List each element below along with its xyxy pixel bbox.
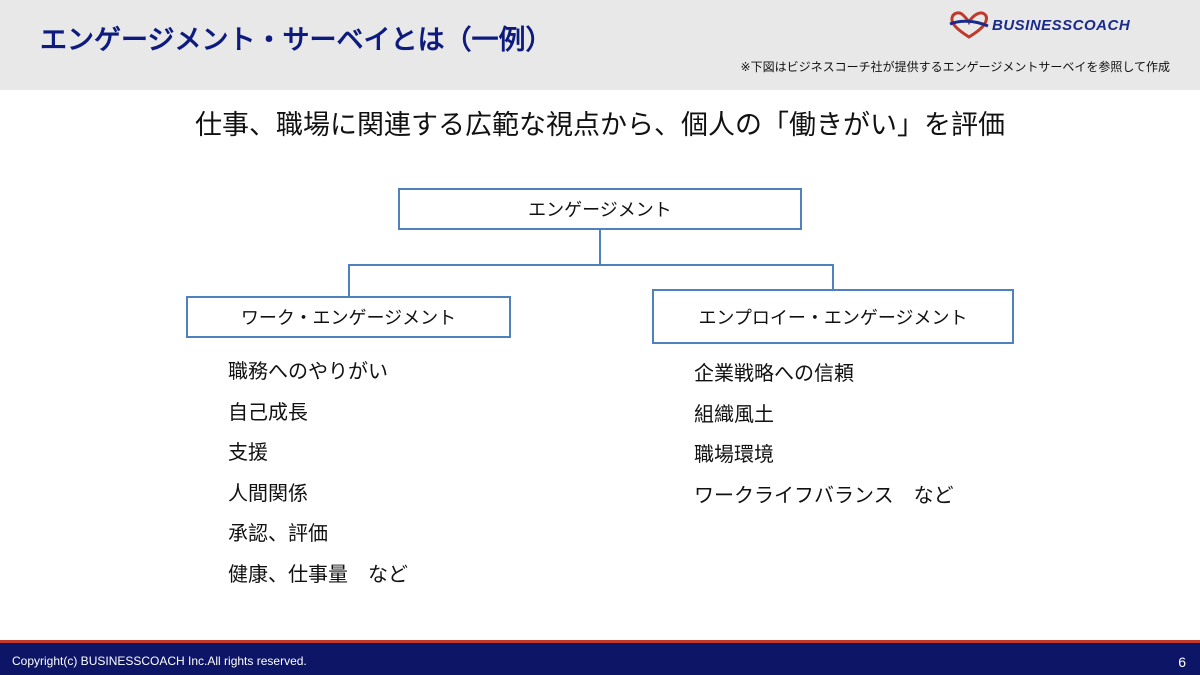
source-note: ※下図はビジネスコーチ社が提供するエンゲージメントサーベイを参照して作成 (740, 60, 1170, 74)
list-item: ワークライフバランス など (694, 482, 954, 507)
work-engagement-items: 職務へのやりがい 自己成長 支援 人間関係 承認、評価 健康、仕事量 など (228, 358, 408, 601)
list-item: 支援 (228, 440, 268, 464)
list-item: 組織風土 (694, 401, 774, 426)
header-band (0, 0, 1200, 90)
connector-right-down (832, 264, 834, 289)
connector-horizontal (348, 264, 834, 266)
company-logo: BUSINESSCOACH (948, 10, 1180, 40)
list-item: 承認、評価 (228, 521, 328, 545)
connector-root-down (599, 230, 601, 265)
box-employee-engagement-label: エンプロイー・エンゲージメント (698, 307, 968, 329)
box-engagement: エンゲージメント (398, 188, 802, 230)
list-item: 健康、仕事量 など (228, 561, 408, 586)
logo-text: BUSINESSCOACH (992, 16, 1131, 34)
box-work-engagement: ワーク・エンゲージメント (186, 296, 511, 338)
list-item: 自己成長 (228, 399, 308, 424)
page-number: 6 (1178, 654, 1186, 670)
box-engagement-label: エンゲージメント (528, 200, 672, 221)
employee-engagement-items: 企業戦略への信頼 組織風土 職場環境 ワークライフバランス など (694, 360, 954, 522)
box-work-engagement-label: ワーク・エンゲージメント (240, 308, 457, 329)
list-item: 職場環境 (694, 442, 774, 466)
connector-left-down (348, 264, 350, 296)
slide-subtitle: 仕事、職場に関連する広範な視点から、個人の「働きがい」を評価 (195, 110, 1005, 141)
list-item: 人間関係 (228, 480, 308, 505)
list-item: 企業戦略への信頼 (694, 361, 854, 385)
box-employee-engagement: エンプロイー・エンゲージメント (652, 289, 1014, 344)
slide-title: エンゲージメント・サーベイとは（一例） (40, 25, 553, 56)
copyright-text: Copyright(c) BUSINESSCOACH Inc.All right… (12, 654, 307, 668)
list-item: 職務へのやりがい (228, 359, 388, 383)
footer-bar (0, 640, 1200, 675)
heart-swoosh-icon (949, 11, 989, 39)
